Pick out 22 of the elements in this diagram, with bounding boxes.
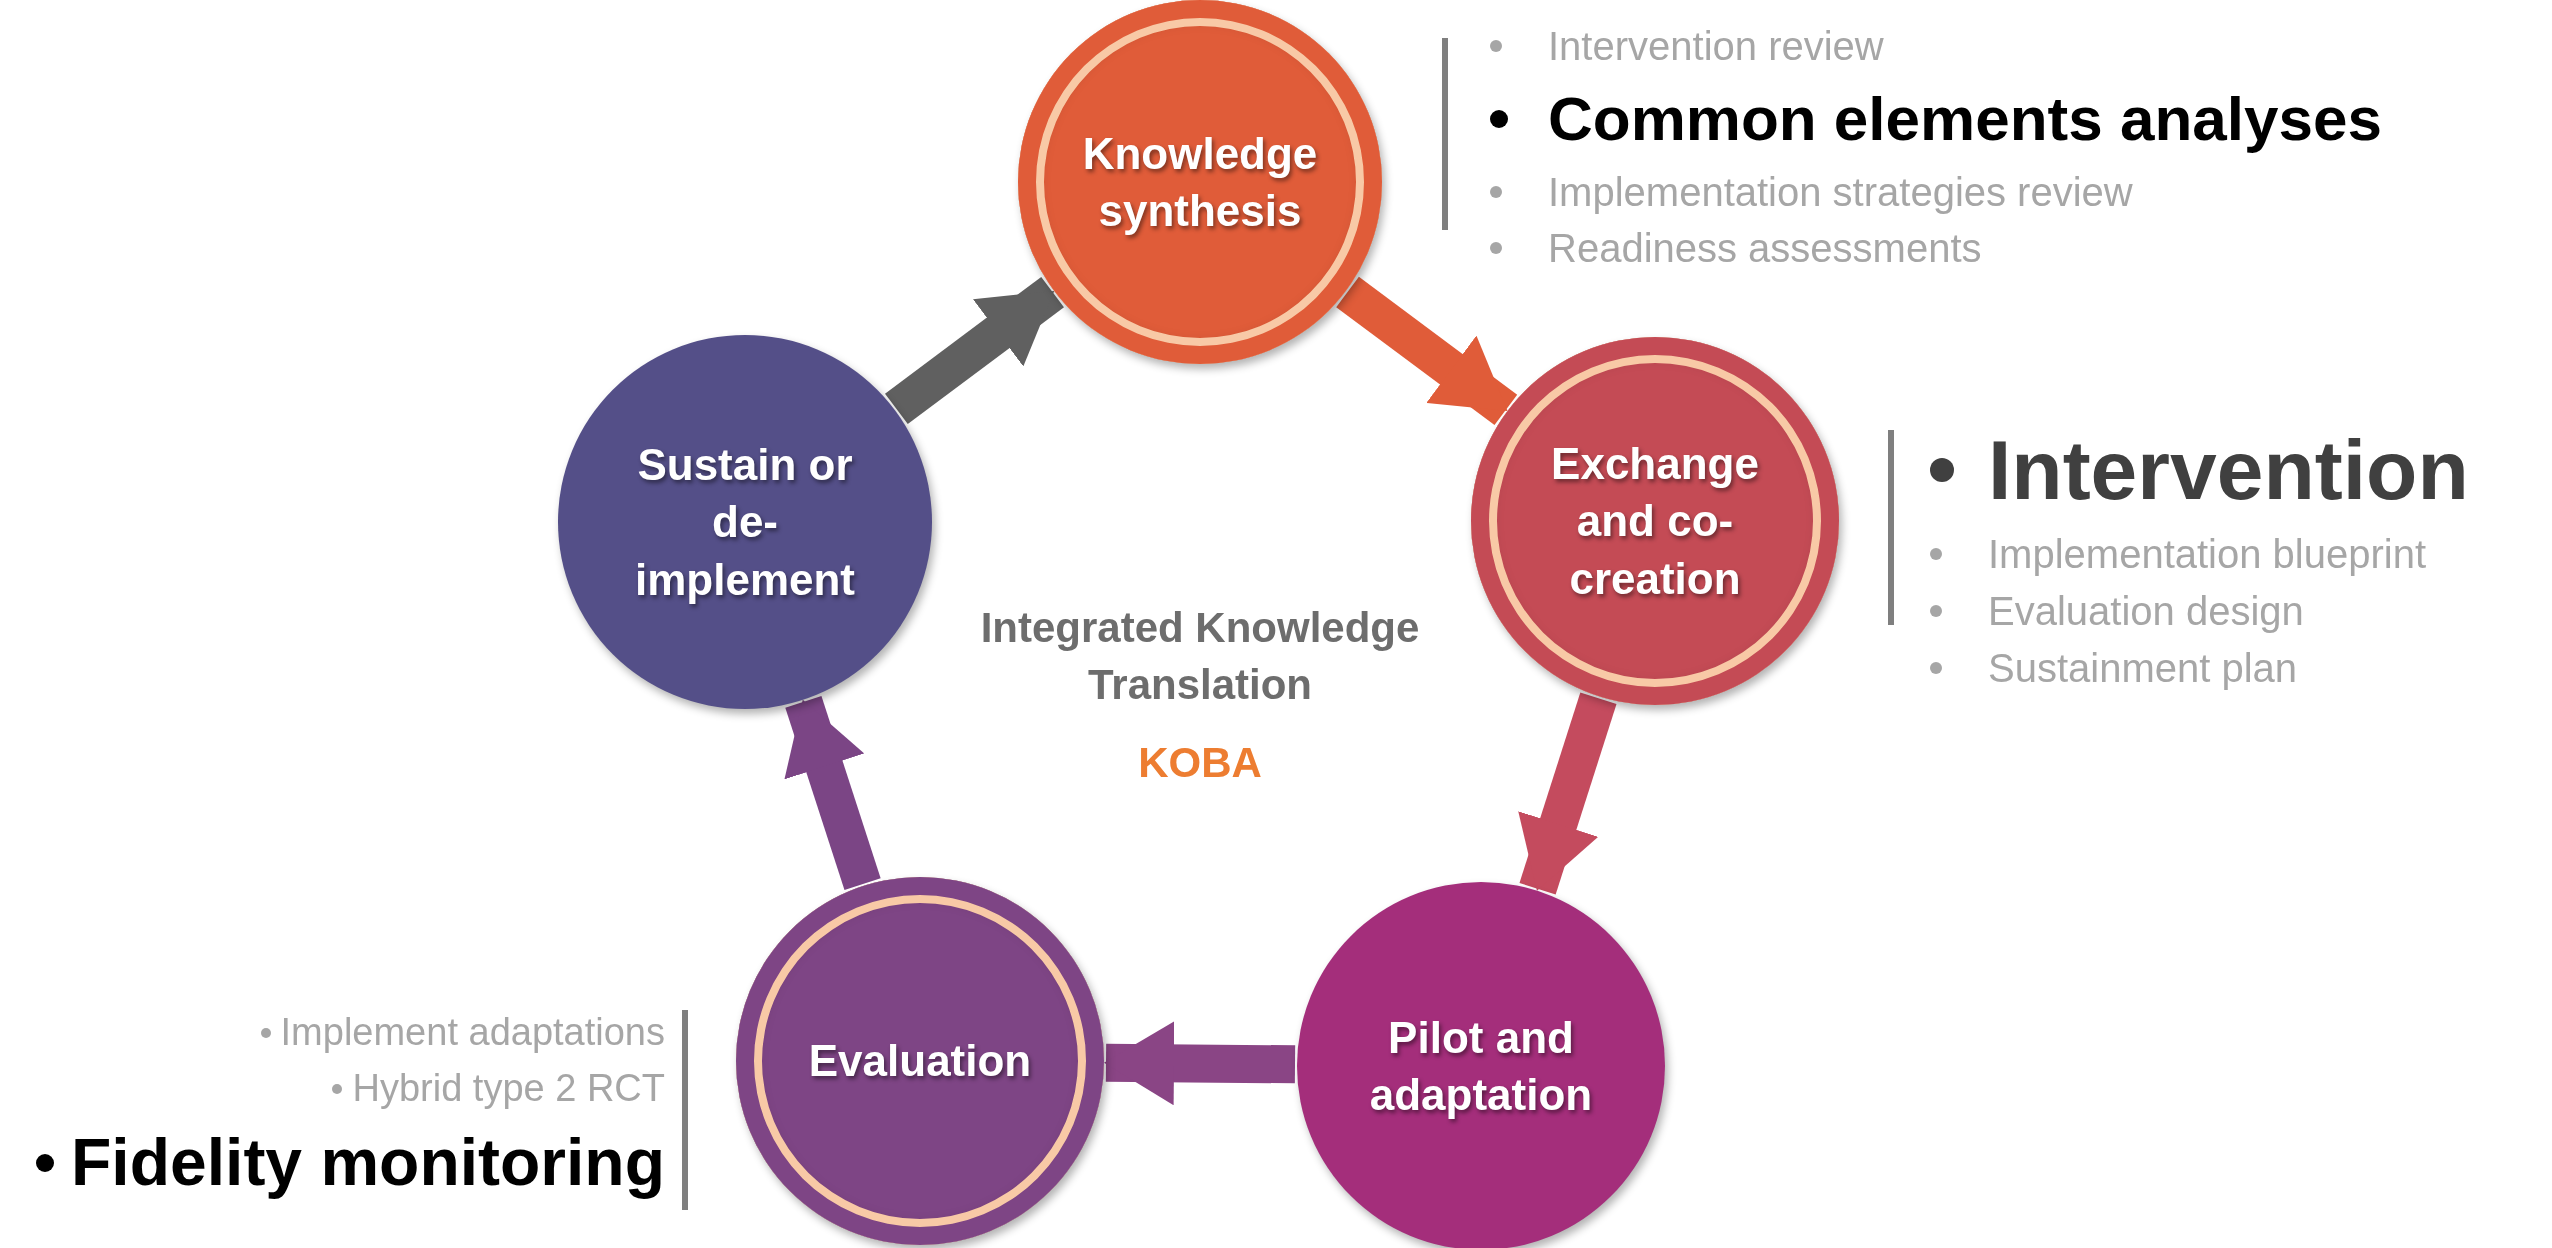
bullet-text: Readiness assessments <box>1548 225 1982 271</box>
highlighted-bullet-text: Common elements analyses <box>1548 83 2382 155</box>
bullet-text: Implementation blueprint <box>1988 530 2427 577</box>
stage-label: Exchange and co-creation <box>1550 438 1760 605</box>
center-title: Integrated Knowledge Translation <box>979 603 1421 710</box>
center-subtitle: KOBA <box>1137 738 1263 788</box>
bullet-text: Intervention review <box>1548 23 1884 69</box>
bullet-text: Hybrid type 2 RCT <box>352 1067 665 1111</box>
block-arrow <box>1518 692 1617 895</box>
bullet-text: Evaluation design <box>1988 587 2304 634</box>
stage-label: Evaluation <box>807 1035 1033 1088</box>
bullet-text: Sustainment plan <box>1988 644 2298 691</box>
block-arrow <box>1104 1021 1296 1106</box>
block-arrow <box>885 276 1064 425</box>
bullet-text: Implementation strategies review <box>1548 169 2133 215</box>
stage-label: Knowledge synthesis <box>1081 127 1319 237</box>
bullet-text: Implement adaptations <box>280 1011 665 1055</box>
highlighted-bullet-text: Fidelity monitoring <box>71 1125 665 1201</box>
block-arrow <box>1336 276 1518 426</box>
stage-label: Sustain or de-implement <box>633 439 856 606</box>
stage-label: Pilot and adaptation <box>1368 1011 1594 1121</box>
highlighted-bullet-text: Intervention <box>1988 421 2469 519</box>
